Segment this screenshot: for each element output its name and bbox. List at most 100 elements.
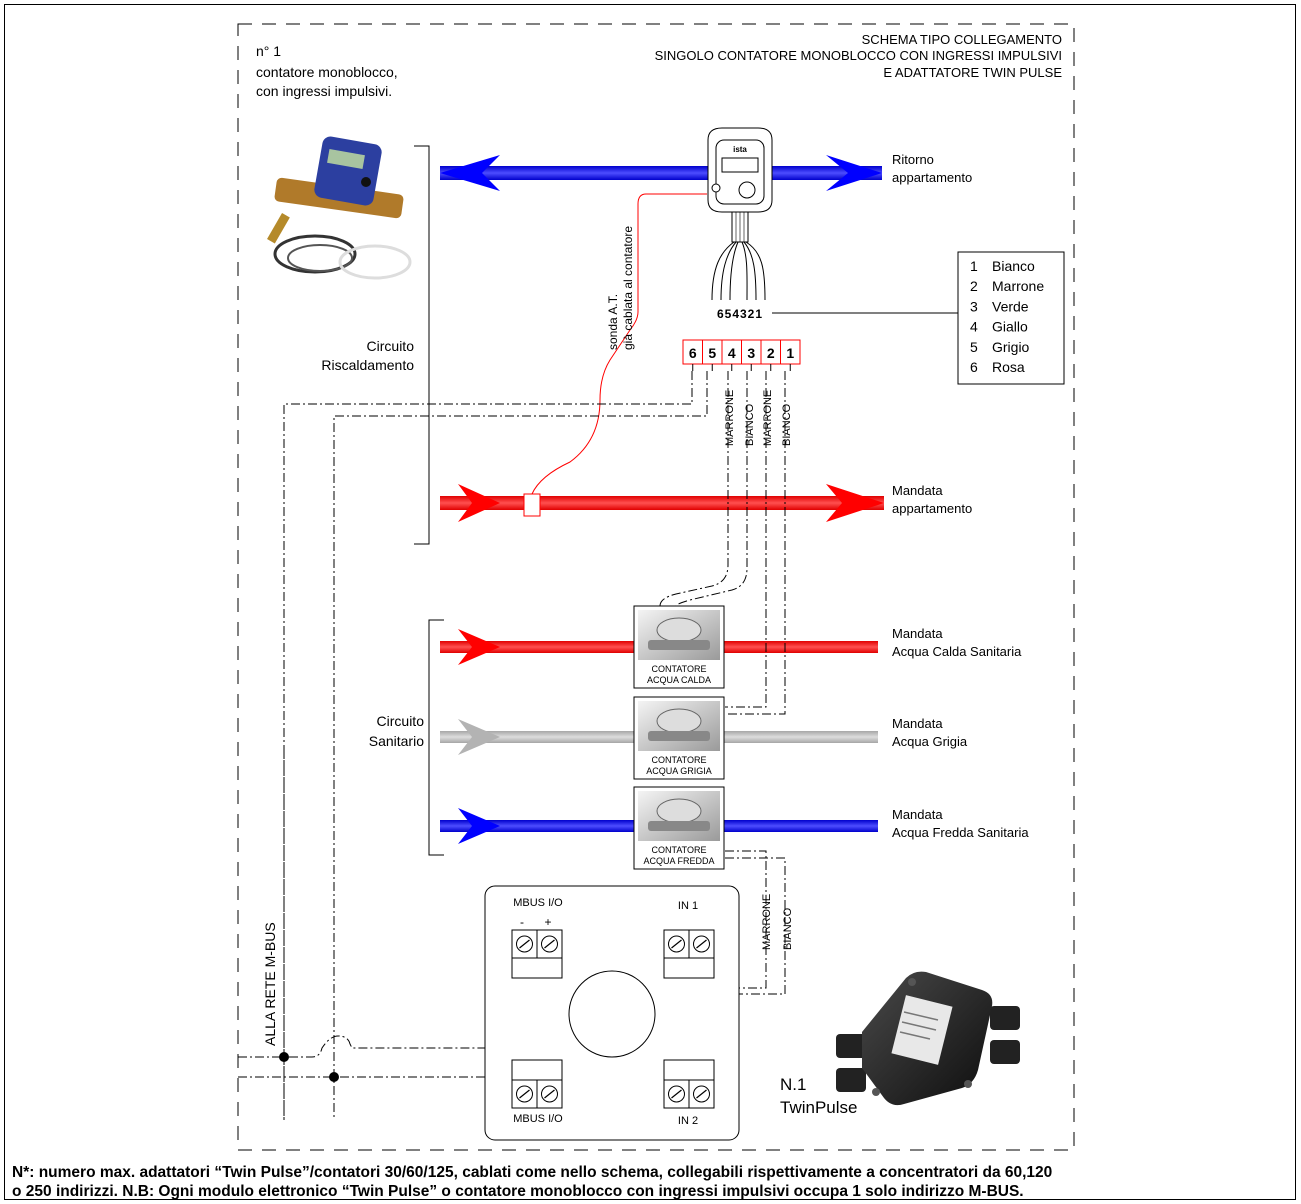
terminal-number-6: 6 bbox=[689, 345, 697, 361]
meter-count-label: n° 1 bbox=[256, 43, 281, 59]
screw-terminals bbox=[511, 929, 715, 1109]
pipe-cold-water-label-2: Acqua Fredda Sanitaria bbox=[892, 825, 1029, 840]
screw-slot bbox=[696, 939, 707, 949]
pipe-hot-water-label-2: Acqua Calda Sanitaria bbox=[892, 644, 1022, 659]
water-meter-label-1: CONTATORE bbox=[651, 755, 706, 765]
mbus-network-label: ALLA RETE M-BUS bbox=[262, 922, 278, 1046]
heat-meter-symbol: ista bbox=[707, 127, 773, 243]
probe-sensor bbox=[523, 493, 541, 517]
sanitary-circuit-bracket bbox=[428, 619, 444, 856]
schema-title: SCHEMA TIPO COLLEGAMENTO SINGOLO CONTATO… bbox=[655, 32, 1063, 80]
mbus-bottom-terminal bbox=[511, 1059, 563, 1109]
water-meter-dial bbox=[656, 798, 702, 824]
mbus-bottom-label: MBUS I/O bbox=[513, 1113, 563, 1125]
pipe-supply-label-1: Mandata bbox=[892, 483, 943, 498]
terminal-number-1: 1 bbox=[786, 345, 794, 361]
pipe-grey-water-label-2: Acqua Grigia bbox=[892, 734, 968, 749]
wire-legend bbox=[957, 251, 1065, 385]
twinpulse-device-photo bbox=[836, 971, 1020, 1106]
legend-number-5: 5 bbox=[970, 339, 978, 355]
pipe-return-label-1: Ritorno bbox=[892, 152, 934, 167]
legend-color-1: Bianco bbox=[992, 258, 1035, 274]
sanitary-circuit-label-1: Circuito bbox=[377, 713, 425, 729]
in1-terminal-plug bbox=[663, 957, 715, 979]
in1-terminal bbox=[663, 929, 715, 979]
pipe-cold-water-label-1: Mandata bbox=[892, 807, 943, 822]
pipe-return-label-2: appartamento bbox=[892, 170, 972, 185]
screw-slot bbox=[544, 939, 555, 949]
heating-circuit-label-1: Circuito bbox=[367, 338, 415, 354]
in2-terminal bbox=[663, 1059, 715, 1109]
pipe-hot-water-label-1: Mandata bbox=[892, 626, 943, 641]
pipe-grey-water-label-1: Mandata bbox=[892, 716, 943, 731]
sanitary-circuit-label-2: Sanitario bbox=[369, 733, 424, 749]
legend-color-5: Grigio bbox=[992, 339, 1030, 355]
screw-slot bbox=[696, 1089, 707, 1099]
screw-slot bbox=[519, 939, 530, 949]
in2-terminal-plug bbox=[663, 1059, 715, 1081]
probe-cable bbox=[531, 193, 707, 495]
wiring-diagram: SCHEMA TIPO COLLEGAMENTO SINGOLO CONTATO… bbox=[237, 23, 1075, 1151]
terminal-number-3: 3 bbox=[747, 345, 755, 361]
wire-numbers: 654321 bbox=[717, 307, 763, 321]
legend-color-3: Verde bbox=[992, 298, 1029, 314]
mbus-junction-1 bbox=[279, 1052, 289, 1062]
probe-label-2: già cablata al contatore bbox=[621, 226, 635, 350]
wire-label-bianco-1: BIANCO bbox=[744, 403, 756, 446]
mbus-junction-2 bbox=[329, 1072, 339, 1082]
dashed-enclosure bbox=[237, 23, 1075, 1151]
water-meter-label-1: CONTATORE bbox=[651, 664, 706, 674]
screw-slot bbox=[671, 939, 682, 949]
meter-desc-line-1: contatore monoblocco, bbox=[256, 64, 398, 80]
probe-label-1: sonda A.T. bbox=[606, 294, 620, 350]
legend-number-2: 2 bbox=[970, 278, 978, 294]
mbus-top-label: MBUS I/O bbox=[513, 897, 563, 909]
meter-brand-logo: ista bbox=[733, 145, 747, 154]
heating-circuit-label-2: Riscaldamento bbox=[321, 357, 414, 373]
pipe-supply-label-2: appartamento bbox=[892, 501, 972, 516]
mbus-bottom-terminal-plug bbox=[511, 1059, 563, 1081]
water-meter-label-2: ACQUA GRIGIA bbox=[646, 766, 712, 776]
wire-label-marrone-2: MARRONE bbox=[762, 390, 774, 446]
legend-number-4: 4 bbox=[970, 319, 978, 335]
wire-label-bianco-2: BIANCO bbox=[781, 403, 793, 446]
mbus-top-terminal-plug bbox=[511, 957, 563, 979]
title-line-1: SCHEMA TIPO COLLEGAMENTO bbox=[862, 32, 1062, 47]
wire-label-marrone-3: MARRONE bbox=[761, 894, 773, 950]
meter-desc-line-2: con ingressi impulsivi. bbox=[256, 83, 392, 99]
meter-wire-bundle bbox=[711, 241, 766, 301]
terminal-number-4: 4 bbox=[728, 345, 736, 361]
title-line-2: SINGOLO CONTATORE MONOBLOCCO CON INGRESS… bbox=[655, 48, 1062, 63]
wire-label-bianco-3: BIANCO bbox=[782, 907, 794, 950]
legend-color-4: Giallo bbox=[992, 319, 1028, 335]
mbus-feed bbox=[238, 1035, 561, 1078]
in1-label: IN 1 bbox=[678, 900, 698, 912]
legend-color-6: Rosa bbox=[992, 359, 1025, 375]
mbus-top-minus: - bbox=[520, 915, 524, 929]
pipe-supply bbox=[440, 484, 884, 522]
screw-slot bbox=[519, 1089, 530, 1099]
twinpulse-name-2: TwinPulse bbox=[780, 1098, 857, 1117]
water-meter-label-2: ACQUA CALDA bbox=[647, 675, 711, 685]
footnote-line-2: o 250 indirizzi. N.B: Ogni modulo elettr… bbox=[12, 1183, 1024, 1200]
legend-number-1: 1 bbox=[970, 258, 978, 274]
legend-number-3: 3 bbox=[970, 298, 978, 314]
water-meter-dial bbox=[656, 708, 702, 734]
footnote: N*: numero max. adattatori “Twin Pulse”/… bbox=[12, 1163, 1292, 1201]
wire-labels-top: MARRONE BIANCO MARRONE BIANCO bbox=[724, 390, 793, 446]
water-meter-label-2: ACQUA FREDDA bbox=[643, 856, 714, 866]
twinpulse-name-1: N.1 bbox=[780, 1075, 806, 1094]
screw-slot bbox=[671, 1089, 682, 1099]
wire-label-marrone-1: MARRONE bbox=[724, 390, 736, 446]
page-frame bbox=[4, 4, 1296, 1200]
terminal-number-2: 2 bbox=[767, 345, 775, 361]
mbus-top-plus: + bbox=[544, 915, 551, 929]
water-meter-label-1: CONTATORE bbox=[651, 845, 706, 855]
screw-slot bbox=[544, 1089, 555, 1099]
